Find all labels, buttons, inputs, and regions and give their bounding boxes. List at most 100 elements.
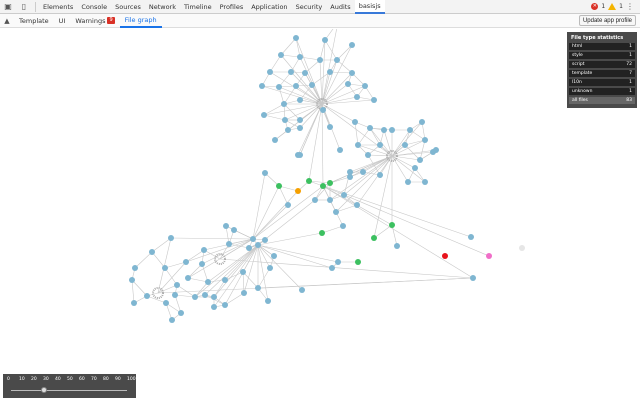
script-node[interactable] bbox=[185, 275, 191, 281]
script-node[interactable] bbox=[240, 269, 246, 275]
script-node[interactable] bbox=[282, 117, 288, 123]
hub-node[interactable] bbox=[152, 287, 164, 299]
script-node[interactable] bbox=[402, 142, 408, 148]
script-node[interactable] bbox=[267, 69, 273, 75]
script-node[interactable] bbox=[354, 202, 360, 208]
script-node[interactable] bbox=[312, 197, 318, 203]
template-node[interactable] bbox=[327, 180, 333, 186]
script-node[interactable] bbox=[246, 245, 252, 251]
script-node[interactable] bbox=[132, 265, 138, 271]
script-node[interactable] bbox=[285, 127, 291, 133]
script-node[interactable] bbox=[201, 247, 207, 253]
script-node[interactable] bbox=[149, 249, 155, 255]
script-node[interactable] bbox=[417, 157, 423, 163]
script-node[interactable] bbox=[231, 227, 237, 233]
script-node[interactable] bbox=[367, 125, 373, 131]
script-node[interactable] bbox=[297, 125, 303, 131]
script-node[interactable] bbox=[222, 302, 228, 308]
script-node[interactable] bbox=[352, 119, 358, 125]
slider-track[interactable] bbox=[11, 390, 127, 391]
template-node[interactable] bbox=[371, 235, 377, 241]
template-node[interactable] bbox=[355, 259, 361, 265]
devtools-tab-basisjs[interactable]: basisjs bbox=[354, 0, 385, 14]
script-node[interactable] bbox=[172, 292, 178, 298]
script-node[interactable] bbox=[347, 169, 353, 175]
script-node[interactable] bbox=[174, 282, 180, 288]
script-node[interactable] bbox=[223, 223, 229, 229]
script-node[interactable] bbox=[327, 69, 333, 75]
file-graph[interactable] bbox=[0, 29, 640, 374]
script-node[interactable] bbox=[226, 241, 232, 247]
hub-node[interactable] bbox=[214, 253, 226, 265]
devtools-tab-profiles[interactable]: Profiles bbox=[219, 2, 244, 11]
pick-element-icon[interactable]: ▲ bbox=[4, 16, 10, 25]
style-node[interactable] bbox=[486, 253, 492, 259]
script-node[interactable] bbox=[265, 298, 271, 304]
script-node[interactable] bbox=[335, 259, 341, 265]
script-node[interactable] bbox=[205, 279, 211, 285]
script-node[interactable] bbox=[334, 57, 340, 63]
devtools-tab-timeline[interactable]: Timeline bbox=[183, 2, 212, 11]
slider-handle[interactable] bbox=[40, 387, 47, 393]
script-node[interactable] bbox=[430, 149, 436, 155]
template-node[interactable] bbox=[306, 178, 312, 184]
html-node[interactable] bbox=[295, 188, 301, 194]
script-node[interactable] bbox=[199, 261, 205, 267]
devtools-tab-sources[interactable]: Sources bbox=[115, 2, 141, 11]
script-node[interactable] bbox=[293, 35, 299, 41]
script-node[interactable] bbox=[407, 127, 413, 133]
script-node[interactable] bbox=[309, 82, 315, 88]
script-node[interactable] bbox=[202, 292, 208, 298]
script-node[interactable] bbox=[255, 285, 261, 291]
script-node[interactable] bbox=[169, 317, 175, 323]
script-node[interactable] bbox=[355, 142, 361, 148]
script-node[interactable] bbox=[302, 70, 308, 76]
tab-ui[interactable]: UI bbox=[54, 14, 71, 28]
script-node[interactable] bbox=[337, 147, 343, 153]
script-node[interactable] bbox=[299, 287, 305, 293]
script-node[interactable] bbox=[365, 152, 371, 158]
script-node[interactable] bbox=[412, 165, 418, 171]
script-node[interactable] bbox=[470, 275, 476, 281]
template-node[interactable] bbox=[320, 183, 326, 189]
script-node[interactable] bbox=[422, 137, 428, 143]
script-node[interactable] bbox=[285, 202, 291, 208]
script-node[interactable] bbox=[327, 197, 333, 203]
script-node[interactable] bbox=[144, 293, 150, 299]
script-node[interactable] bbox=[192, 294, 198, 300]
script-node[interactable] bbox=[349, 42, 355, 48]
script-node[interactable] bbox=[272, 137, 278, 143]
devtools-tab-network[interactable]: Network bbox=[148, 2, 176, 11]
script-node[interactable] bbox=[168, 235, 174, 241]
script-node[interactable] bbox=[360, 169, 366, 175]
script-node[interactable] bbox=[345, 81, 351, 87]
script-node[interactable] bbox=[241, 290, 247, 296]
script-node[interactable] bbox=[293, 83, 299, 89]
tab-file-graph[interactable]: File graph bbox=[119, 14, 162, 28]
script-node[interactable] bbox=[394, 243, 400, 249]
devtools-tab-application[interactable]: Application bbox=[251, 2, 288, 11]
script-node[interactable] bbox=[468, 234, 474, 240]
template-node[interactable] bbox=[389, 222, 395, 228]
script-node[interactable] bbox=[131, 300, 137, 306]
script-node[interactable] bbox=[297, 117, 303, 123]
script-node[interactable] bbox=[295, 152, 301, 158]
devtools-tab-audits[interactable]: Audits bbox=[330, 2, 351, 11]
script-node[interactable] bbox=[250, 236, 256, 242]
script-node[interactable] bbox=[422, 179, 428, 185]
script-node[interactable] bbox=[381, 127, 387, 133]
script-node[interactable] bbox=[262, 170, 268, 176]
script-node[interactable] bbox=[259, 83, 265, 89]
template-node[interactable] bbox=[276, 183, 282, 189]
script-node[interactable] bbox=[281, 101, 287, 107]
script-node[interactable] bbox=[267, 265, 273, 271]
script-node[interactable] bbox=[405, 179, 411, 185]
script-node[interactable] bbox=[211, 294, 217, 300]
script-node[interactable] bbox=[271, 253, 277, 259]
script-node[interactable] bbox=[288, 69, 294, 75]
devtools-tab-console[interactable]: Console bbox=[81, 2, 108, 11]
devtools-tab-security[interactable]: Security bbox=[295, 2, 323, 11]
script-node[interactable] bbox=[347, 174, 353, 180]
script-node[interactable] bbox=[349, 70, 355, 76]
